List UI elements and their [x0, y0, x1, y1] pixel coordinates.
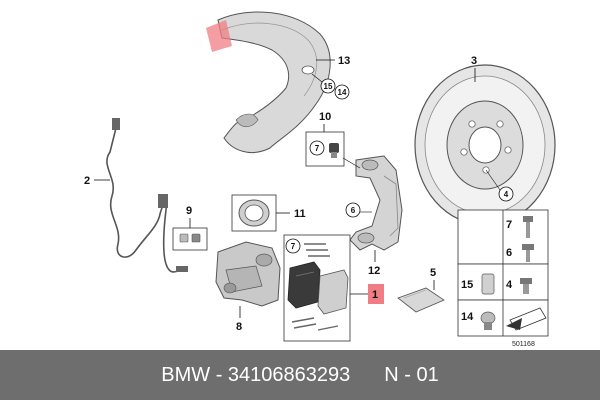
footer-brand: BMW: [161, 363, 211, 386]
footer-separator: -: [215, 363, 223, 386]
cap-14: [480, 311, 496, 330]
drawing-id: 501168: [512, 341, 535, 348]
svg-text:15: 15: [324, 82, 333, 91]
sensor-clip: [179, 233, 201, 243]
brake-caliper: [215, 241, 281, 307]
panel-label-6: 6: [506, 247, 512, 259]
callout-12: 12: [368, 265, 380, 277]
callout-10: 10: [319, 111, 331, 123]
footer-bar: BMW - 34106863293 N - 01: [0, 350, 600, 400]
svg-text:4: 4: [504, 190, 509, 199]
panel-label-15: 15: [461, 279, 473, 291]
arrow-icon: [506, 307, 547, 331]
seal-ring: [238, 199, 270, 227]
brake-pads: [287, 261, 349, 315]
brake-disc: [414, 64, 556, 226]
footer-part-number: 34106863293: [227, 363, 351, 386]
circled-14-shield: 14: [334, 84, 350, 100]
box-9: [172, 227, 208, 251]
circled-6-carrier: 6: [345, 202, 361, 218]
callout-2: 2: [84, 175, 90, 187]
highlight-1: [368, 284, 384, 304]
svg-text:7: 7: [315, 144, 320, 153]
pad-clips-bottom: [291, 317, 339, 331]
parts-diagram: 13 15 14 3 4 10 7: [84, 11, 556, 348]
parts-panel: [457, 209, 549, 337]
nut-part: [329, 143, 339, 158]
callout-11: 11: [294, 208, 306, 220]
callout-9: 9: [186, 205, 192, 217]
callout-1: 1: [372, 289, 378, 301]
circled-15-shield: 15: [320, 78, 336, 94]
callout-3: 3: [471, 55, 477, 67]
circled-4-disc: 4: [498, 186, 514, 202]
panel-label-14: 14: [461, 311, 474, 323]
bolt-6: [522, 244, 534, 262]
bolt-4: [520, 278, 532, 294]
panel-label-4: 4: [506, 279, 513, 291]
caliper-carrier: [349, 155, 403, 251]
panel-label-7: 7: [506, 219, 512, 231]
callout-13: 13: [338, 55, 350, 67]
sleeve-15: [481, 273, 495, 295]
svg-text:7: 7: [291, 242, 296, 251]
svg-text:6: 6: [351, 206, 356, 215]
grease-packet: [397, 287, 445, 313]
circled-7-pads: 7: [285, 238, 301, 254]
callout-5: 5: [430, 267, 436, 279]
wear-sensor: [106, 118, 188, 273]
brake-shield: [206, 11, 331, 153]
svg-text:14: 14: [338, 88, 347, 97]
callout-8: 8: [236, 321, 242, 333]
footer-note: N - 01: [384, 363, 439, 386]
bolt-7: [523, 216, 533, 238]
pad-clips-top: [304, 243, 330, 257]
circled-7-box10: 7: [309, 140, 325, 156]
